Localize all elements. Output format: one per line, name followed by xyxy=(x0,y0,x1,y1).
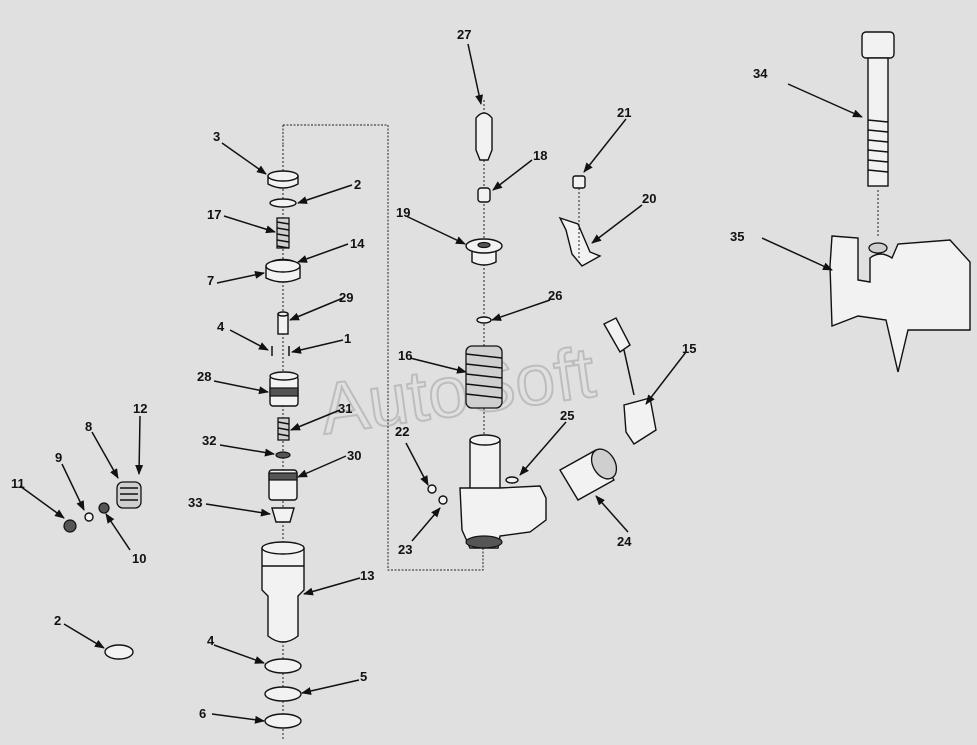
part-16-spring xyxy=(465,345,503,409)
connection-frame xyxy=(282,124,484,571)
callout-21: 21 xyxy=(617,105,631,120)
part-11-ball xyxy=(63,519,77,533)
part-24-roller xyxy=(559,448,618,501)
part-29-pin xyxy=(277,311,289,335)
callout-7: 7 xyxy=(207,273,214,288)
part-25-screw-head xyxy=(505,476,519,484)
part-3-cap xyxy=(267,170,299,189)
callout-3: 3 xyxy=(213,129,220,144)
part-22-ball xyxy=(427,484,437,494)
part-32-washer xyxy=(275,451,291,459)
callout-33: 33 xyxy=(188,495,202,510)
callout-13: 13 xyxy=(360,568,374,583)
leader-arrows xyxy=(19,43,863,724)
callout-labels: 3 2 17 14 7 29 4 1 28 31 32 30 33 13 4 5… xyxy=(11,27,768,721)
callout-4-upper: 4 xyxy=(217,319,225,334)
part-19-retainer xyxy=(465,238,503,266)
callout-4-lower: 4 xyxy=(207,633,215,648)
part-20-bracket xyxy=(558,216,602,267)
part-17-spring xyxy=(276,217,290,249)
part-18-insert xyxy=(477,187,491,203)
part-13-sleeve xyxy=(261,541,305,643)
callout-2-lower: 2 xyxy=(54,613,61,628)
adjuster-parts-group xyxy=(63,481,142,533)
callout-35: 35 xyxy=(730,229,744,244)
part-30-body xyxy=(268,469,298,501)
part-35-bracket xyxy=(829,235,971,373)
callout-23: 23 xyxy=(398,542,412,557)
callout-8: 8 xyxy=(85,419,92,434)
part-31-spring xyxy=(277,417,290,441)
callout-30: 30 xyxy=(347,448,361,463)
part-28-body xyxy=(269,371,299,407)
callout-32: 32 xyxy=(202,433,216,448)
rocker-assembly xyxy=(427,100,547,549)
part-5-ring xyxy=(264,686,302,702)
part-2-spare-washer xyxy=(104,644,134,660)
callout-29: 29 xyxy=(339,290,353,305)
part-34-bolt xyxy=(861,31,895,187)
rocker-body xyxy=(459,434,547,549)
part-6-ring xyxy=(264,713,302,729)
part-4-ring xyxy=(264,658,302,674)
callout-26: 26 xyxy=(548,288,562,303)
part-33-tip xyxy=(271,507,295,523)
callout-18: 18 xyxy=(533,148,547,163)
callout-2-upper: 2 xyxy=(354,177,361,192)
callout-27: 27 xyxy=(457,27,471,42)
part-23-ball xyxy=(438,495,448,505)
callout-25: 25 xyxy=(560,408,574,423)
callout-24: 24 xyxy=(617,534,632,549)
callout-10: 10 xyxy=(132,551,146,566)
callout-15: 15 xyxy=(682,341,696,356)
part-7-cup xyxy=(265,259,301,283)
part-26-clip xyxy=(476,316,492,324)
callout-22: 22 xyxy=(395,424,409,439)
part-15-link xyxy=(603,317,657,445)
callout-19: 19 xyxy=(396,205,410,220)
callout-17: 17 xyxy=(207,207,221,222)
callout-34: 34 xyxy=(753,66,768,81)
callout-16: 16 xyxy=(398,348,412,363)
part-9-washer xyxy=(84,512,94,522)
part-2-washer xyxy=(269,198,297,208)
callout-6: 6 xyxy=(199,706,206,721)
callout-28: 28 xyxy=(197,369,211,384)
callout-11: 11 xyxy=(11,476,25,491)
callout-9: 9 xyxy=(55,450,62,465)
callout-31: 31 xyxy=(338,401,352,416)
part-27-push-rod xyxy=(475,112,493,161)
callout-12: 12 xyxy=(133,401,147,416)
callout-5: 5 xyxy=(360,669,367,684)
part-10-nut xyxy=(98,502,110,514)
callout-20: 20 xyxy=(642,191,656,206)
injector-assembly xyxy=(261,145,305,740)
callout-1: 1 xyxy=(344,331,351,346)
part-21-screw xyxy=(572,175,586,260)
part-8-coil xyxy=(116,481,142,509)
callout-14: 14 xyxy=(350,236,365,251)
